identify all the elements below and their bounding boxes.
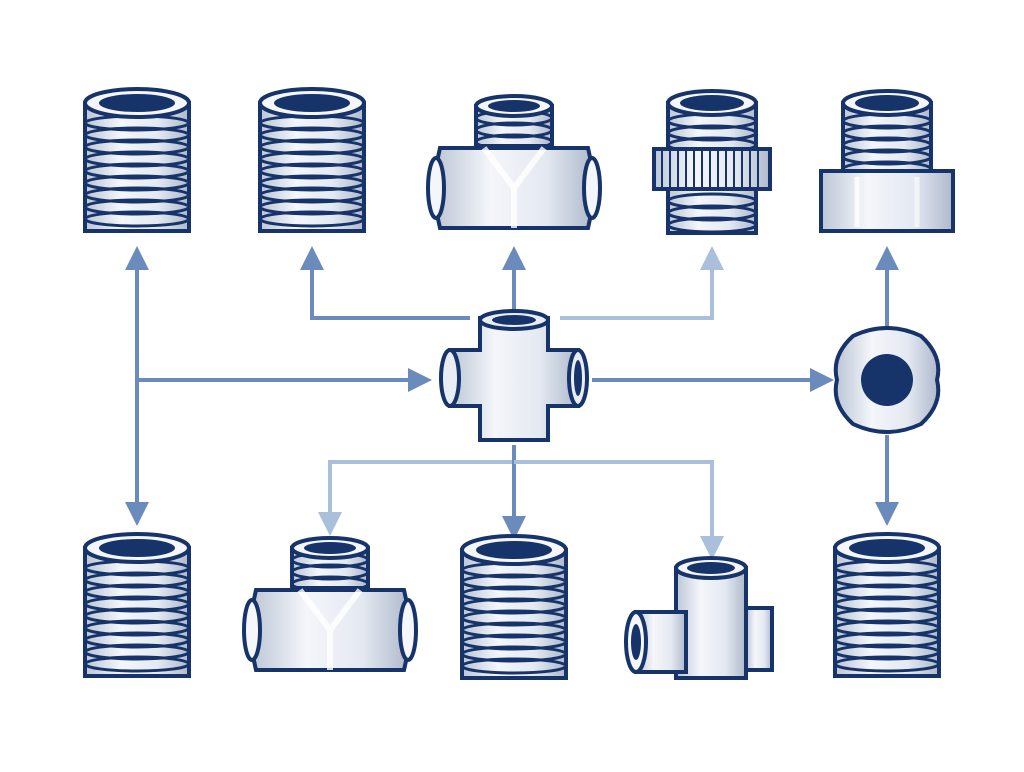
knurled-coupling-icon	[652, 89, 772, 235]
fittings	[83, 87, 955, 680]
node-t3	[426, 94, 602, 230]
valve-icon	[833, 326, 941, 434]
elbow-tee-icon	[624, 556, 774, 680]
cross-fitting-icon	[439, 309, 589, 442]
edge-hub-t2	[300, 246, 470, 320]
edge-hub-b4	[514, 460, 724, 560]
threaded-tee-icon	[242, 536, 418, 672]
node-t2	[258, 87, 366, 233]
node-t4	[652, 89, 772, 235]
node-hub	[439, 309, 589, 442]
node-t1	[83, 87, 191, 233]
node-b3	[460, 534, 568, 680]
threaded-tee-icon	[426, 94, 602, 230]
edge-hub-t4	[560, 246, 724, 320]
threaded-nipple-icon	[83, 87, 191, 233]
threaded-nipple-icon	[460, 534, 568, 680]
node-valve	[833, 326, 941, 434]
connectors	[125, 246, 899, 560]
threaded-nipple-icon	[83, 532, 191, 678]
threaded-nipple-icon	[258, 87, 366, 233]
node-b5	[833, 532, 941, 678]
edge-hub-b2	[318, 460, 514, 536]
node-t5	[819, 89, 955, 233]
node-b4	[624, 556, 774, 680]
threaded-nipple-icon	[833, 532, 941, 678]
node-b1	[83, 532, 191, 678]
node-b2	[242, 536, 418, 672]
hex-adapter-icon	[819, 89, 955, 233]
